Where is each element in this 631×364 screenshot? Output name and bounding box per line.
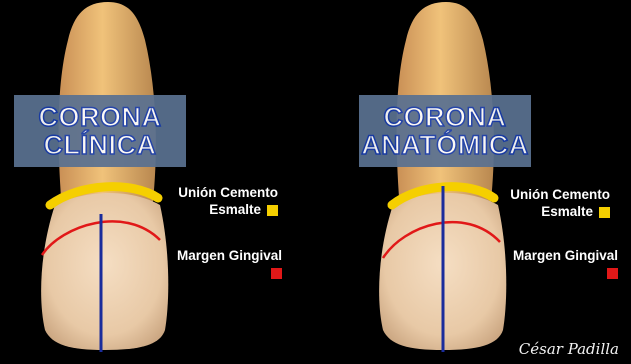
right-title-line1: CORONA	[384, 103, 507, 131]
left-uce-label-line1: Unión Cemento	[148, 185, 278, 202]
margin-color-swatch	[607, 268, 618, 279]
right-title-line2: ANATÓMICA	[361, 131, 528, 159]
left-uce-legend: Unión Cemento Esmalte	[148, 185, 278, 219]
left-tooth	[41, 2, 168, 352]
uce-color-swatch	[599, 207, 610, 218]
left-title-line2: CLÍNICA	[44, 131, 157, 159]
uce-color-swatch	[267, 205, 278, 216]
right-title-box: CORONA ANATÓMICA	[359, 95, 531, 167]
right-margin-legend: Margen Gingival	[486, 248, 618, 282]
right-tooth	[379, 2, 506, 352]
left-uce-label-line2: Esmalte	[209, 202, 261, 217]
left-margin-label: Margen Gingival	[150, 248, 282, 265]
right-margin-label: Margen Gingival	[486, 248, 618, 265]
left-title-box: CORONA CLÍNICA	[14, 95, 186, 167]
left-margin-legend: Margen Gingival	[150, 248, 282, 282]
right-uce-label-line2: Esmalte	[541, 204, 593, 219]
margin-color-swatch	[271, 268, 282, 279]
left-title-line1: CORONA	[39, 103, 162, 131]
right-uce-label-line1: Unión Cemento	[480, 187, 610, 204]
right-uce-legend: Unión Cemento Esmalte	[480, 187, 610, 221]
author-signature: César Padilla	[519, 340, 619, 358]
